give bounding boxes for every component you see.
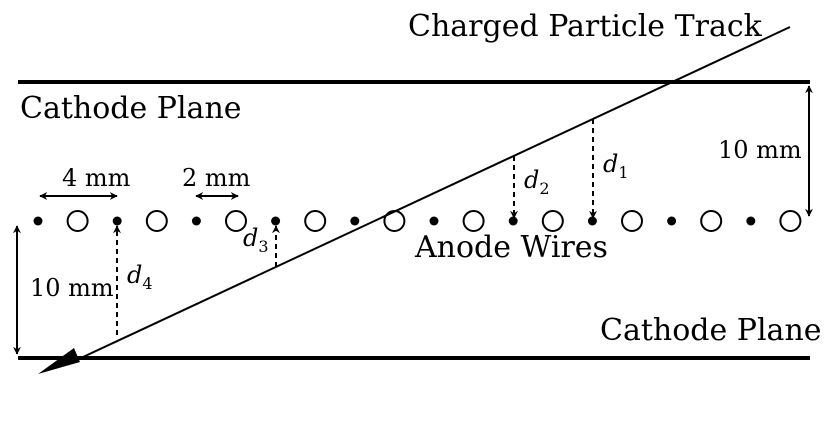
d3-subscript: 3 xyxy=(258,237,268,256)
anode-wire-row xyxy=(33,210,802,232)
field-wire-circle xyxy=(700,210,723,232)
cathode-bottom-label: Cathode Plane xyxy=(600,313,822,348)
field-wire-circle xyxy=(225,210,247,232)
d4-label: d4 xyxy=(127,261,153,293)
d1-subscript: 1 xyxy=(618,163,628,182)
cathode-top-label: Cathode Plane xyxy=(20,91,242,126)
field-wire-circle xyxy=(145,210,168,232)
anode-wire-dot xyxy=(350,216,360,226)
field-wire-circle xyxy=(66,210,89,232)
field-wire-circle xyxy=(779,210,802,232)
anode-label: Anode Wires xyxy=(414,230,608,265)
d3-label: d3 xyxy=(243,224,269,256)
anode-wire-dot xyxy=(271,216,281,226)
field-wire-circle xyxy=(621,210,643,232)
gap-left-label: 10 mm xyxy=(30,274,114,302)
d2-label: d2 xyxy=(524,166,550,198)
field-wire-circle xyxy=(304,210,327,232)
d2-symbol: d xyxy=(524,166,539,194)
anode-wire-dot xyxy=(33,216,43,226)
d3-symbol: d xyxy=(243,224,258,252)
d1-symbol: d xyxy=(603,150,618,178)
d2-subscript: 2 xyxy=(539,179,549,198)
d4-subscript: 4 xyxy=(142,274,152,293)
d4-symbol: d xyxy=(127,261,142,289)
gap-right-label: 10 mm xyxy=(718,136,802,164)
spacing-narrow-label: 2 mm xyxy=(182,164,251,192)
particle-track-line xyxy=(67,26,791,365)
anode-wire-dot xyxy=(587,216,597,226)
anode-wire-dot xyxy=(508,216,518,226)
anode-wire-dot xyxy=(667,216,677,226)
track-label: Charged Particle Track xyxy=(408,9,763,44)
spacing-wide-label: 4 mm xyxy=(62,164,131,192)
field-wire-circle xyxy=(462,210,485,232)
anode-wire-dot xyxy=(112,216,122,226)
field-wire-circle xyxy=(541,210,564,232)
anode-wire-dot xyxy=(746,216,756,226)
track-arrowhead xyxy=(38,348,80,374)
anode-wire-dot xyxy=(191,216,201,226)
d1-label: d1 xyxy=(603,150,629,182)
anode-wire-dot xyxy=(429,216,439,226)
